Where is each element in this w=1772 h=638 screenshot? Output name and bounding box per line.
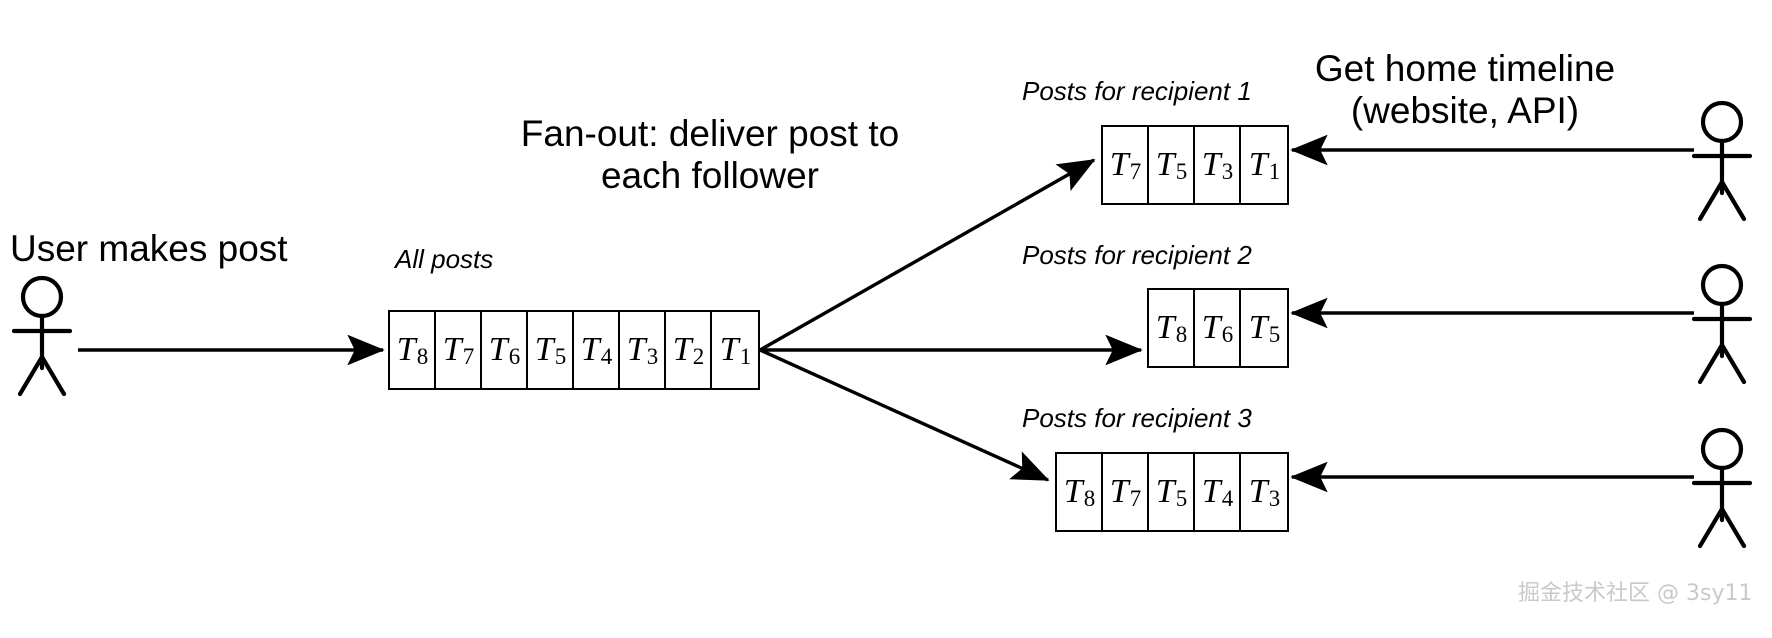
arrow-fanout-recipient-1 bbox=[759, 158, 1096, 352]
watermark: 掘金技术社区 @ 3sy11 bbox=[1518, 581, 1753, 606]
post-author-figure bbox=[11, 275, 73, 397]
cell-base: T bbox=[1248, 146, 1268, 183]
label-fan-out-line2: each follower bbox=[600, 155, 819, 196]
cell-base: T bbox=[396, 331, 416, 368]
cell-subscript: 5 bbox=[554, 344, 567, 369]
cell-base: T bbox=[1155, 473, 1175, 510]
cell-base: T bbox=[1109, 146, 1129, 183]
cell-subscript: 7 bbox=[462, 344, 475, 369]
cell-base: T bbox=[1201, 146, 1221, 183]
label-get-home-timeline-line1: Get home timeline bbox=[1314, 48, 1616, 89]
cell-base: T bbox=[1109, 473, 1129, 510]
cell-subscript: 8 bbox=[1175, 322, 1188, 347]
cell-subscript: 6 bbox=[508, 344, 521, 369]
label-user-makes-post: User makes post bbox=[10, 228, 288, 269]
label-posts-for-recipient-1: Posts for recipient 1 bbox=[1022, 76, 1252, 106]
label-all-posts: All posts bbox=[395, 244, 494, 274]
reader-3-figure bbox=[1691, 427, 1753, 549]
cell-subscript: 1 bbox=[739, 344, 752, 369]
cell-base: T bbox=[442, 331, 462, 368]
reader-2-figure bbox=[1691, 263, 1753, 385]
cell-base: T bbox=[1063, 473, 1083, 510]
cell-subscript: 4 bbox=[600, 344, 613, 369]
cell-base: T bbox=[1201, 473, 1221, 510]
cell-base: T bbox=[1155, 309, 1175, 346]
cell-subscript: 1 bbox=[1268, 159, 1281, 184]
cell-subscript: 5 bbox=[1175, 159, 1188, 184]
cell-subscript: 5 bbox=[1268, 322, 1281, 347]
cell-base: T bbox=[719, 331, 739, 368]
cell-base: T bbox=[534, 331, 554, 368]
cell-base: T bbox=[488, 331, 508, 368]
reader-1-figure bbox=[1691, 100, 1753, 222]
cell-base: T bbox=[1155, 146, 1175, 183]
cell-subscript: 8 bbox=[416, 344, 429, 369]
cell-subscript: 5 bbox=[1175, 486, 1188, 511]
label-posts-for-recipient-3: Posts for recipient 3 bbox=[1022, 403, 1252, 433]
cell-subscript: 3 bbox=[1221, 159, 1234, 184]
label-posts-for-recipient-2: Posts for recipient 2 bbox=[1022, 240, 1252, 270]
cell-base: T bbox=[1248, 309, 1268, 346]
cell-subscript: 4 bbox=[1221, 486, 1234, 511]
cell-subscript: 6 bbox=[1221, 322, 1234, 347]
cell-subscript: 8 bbox=[1083, 486, 1096, 511]
cell-subscript: 3 bbox=[1268, 486, 1281, 511]
arrow-fanout-recipient-3 bbox=[759, 348, 1050, 482]
cell-base: T bbox=[626, 331, 646, 368]
cell-base: T bbox=[1248, 473, 1268, 510]
label-get-home-timeline-line2: (website, API) bbox=[1350, 90, 1580, 131]
cell-subscript: 7 bbox=[1129, 486, 1142, 511]
cell-base: T bbox=[580, 331, 600, 368]
cell-subscript: 7 bbox=[1129, 159, 1142, 184]
label-fan-out-line1: Fan-out: deliver post to bbox=[520, 113, 900, 154]
cell-base: T bbox=[672, 331, 692, 368]
cell-subscript: 3 bbox=[646, 344, 659, 369]
cell-base: T bbox=[1201, 309, 1221, 346]
cell-subscript: 2 bbox=[692, 344, 705, 369]
